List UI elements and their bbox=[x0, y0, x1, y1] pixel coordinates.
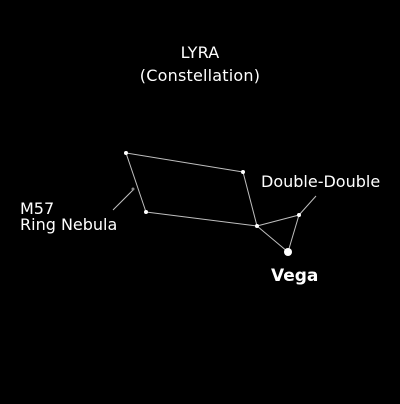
line-double-vega bbox=[287, 214, 300, 253]
double-double-leader bbox=[298, 195, 317, 216]
star-lower-right bbox=[255, 224, 259, 228]
line-vega-star4 bbox=[256, 225, 289, 253]
line-star4-double bbox=[256, 214, 300, 227]
star-lower-left bbox=[144, 210, 148, 214]
ring-nebula-label: Ring Nebula bbox=[20, 215, 118, 234]
vega-label: Vega bbox=[271, 266, 319, 286]
line-star2-star4 bbox=[242, 171, 258, 227]
m57-marker bbox=[131, 187, 135, 191]
leader-lines bbox=[112, 189, 317, 216]
m57-label: M57 bbox=[20, 199, 55, 218]
star-upper-right bbox=[241, 170, 245, 174]
line-star4-star3 bbox=[145, 211, 258, 227]
m57-leader bbox=[112, 189, 134, 211]
constellation-name: LYRA bbox=[180, 43, 220, 62]
star-vega bbox=[284, 248, 292, 256]
stars bbox=[124, 151, 301, 256]
line-star3-star1 bbox=[125, 152, 147, 213]
line-star1-star2 bbox=[125, 152, 244, 173]
star-double-double bbox=[297, 213, 301, 217]
constellation-lines bbox=[125, 152, 300, 253]
constellation-subtitle: (Constellation) bbox=[139, 66, 261, 85]
star-upper-left bbox=[124, 151, 128, 155]
double-double-label: Double-Double bbox=[261, 172, 381, 191]
